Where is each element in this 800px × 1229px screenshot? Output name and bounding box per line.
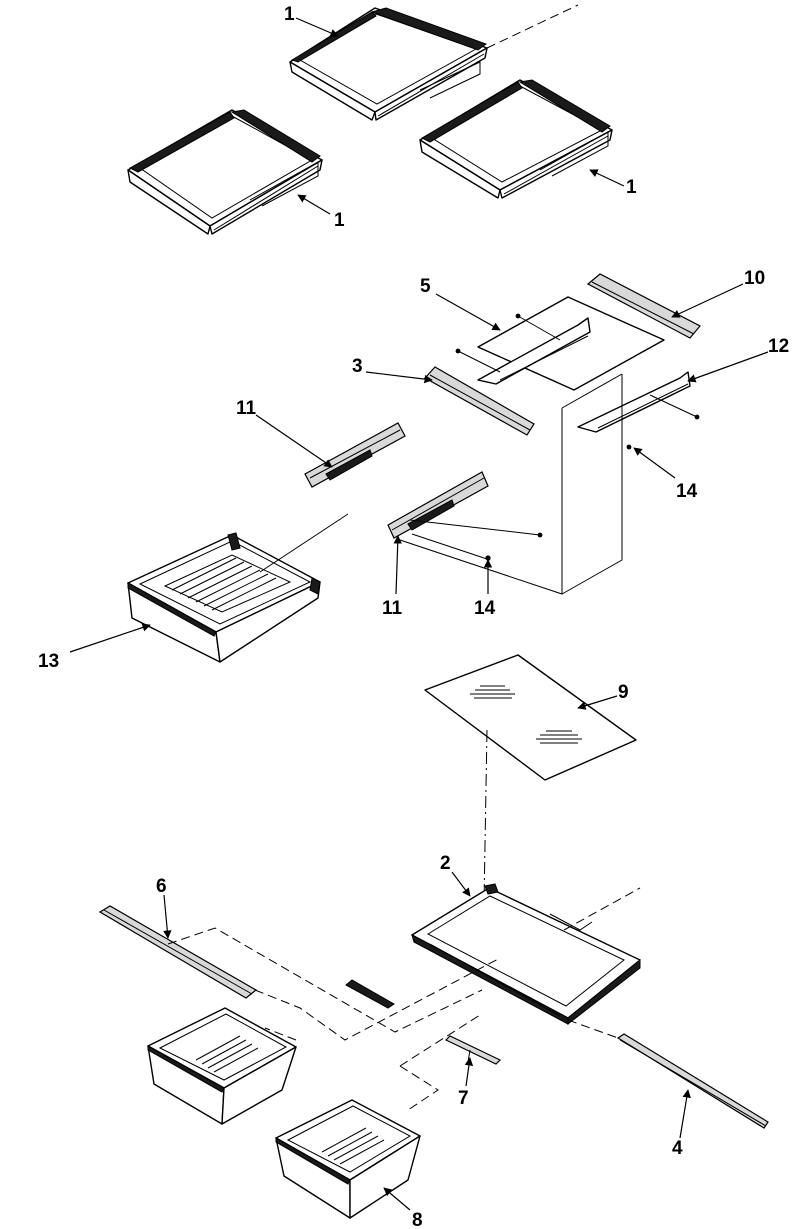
callout-9: 9	[618, 682, 629, 703]
callout-4: 4	[672, 1138, 683, 1159]
shelf-trim-6	[98, 905, 258, 999]
callout-10: 10	[744, 268, 765, 289]
shelf-1-right	[419, 79, 613, 199]
callout-5: 5	[420, 276, 431, 297]
alignment-line-frame	[563, 887, 641, 931]
dashed-lines-lower	[167, 927, 501, 1111]
drawer-guide-line	[259, 513, 349, 573]
callout-14-right: 14	[676, 481, 698, 502]
callout-1-right: 1	[626, 177, 637, 198]
slide-rail-11-upper	[304, 422, 406, 488]
callout-1-left: 1	[334, 210, 345, 231]
shelf-1-left	[127, 109, 323, 235]
leader-lines	[69, 17, 769, 1211]
screws	[455, 313, 700, 450]
callout-11-lower: 11	[382, 598, 403, 619]
callout-13: 13	[38, 651, 59, 672]
alignment-line-rail	[567, 1019, 619, 1039]
shelf-1-top	[289, 7, 488, 121]
shelf-rail-4	[616, 1033, 769, 1129]
slide-rail-11-lower	[387, 471, 543, 561]
crisper-drawer-13	[127, 532, 321, 663]
front-trim-3	[424, 366, 535, 436]
callout-14-lower: 14	[474, 598, 496, 619]
callout-7: 7	[458, 1088, 469, 1109]
shelf-trim-10	[586, 273, 701, 339]
callout-2: 2	[440, 853, 451, 874]
callout-8: 8	[412, 1210, 423, 1229]
alignment-line-top	[486, 4, 579, 49]
glass-shelf-9	[424, 654, 637, 781]
drawer-8-right	[275, 1099, 421, 1219]
drawer-glide-7	[345, 979, 502, 1065]
callout-1-top: 1	[284, 4, 295, 25]
callout-3: 3	[352, 356, 363, 377]
drawer-8-left	[147, 1007, 297, 1125]
shelf-frame-2	[411, 883, 641, 1026]
callout-6: 6	[156, 876, 167, 897]
callout-11-upper: 11	[236, 398, 257, 419]
assembly-outline	[399, 373, 623, 595]
callout-12: 12	[768, 336, 789, 357]
alignment-line-glass	[483, 729, 488, 903]
